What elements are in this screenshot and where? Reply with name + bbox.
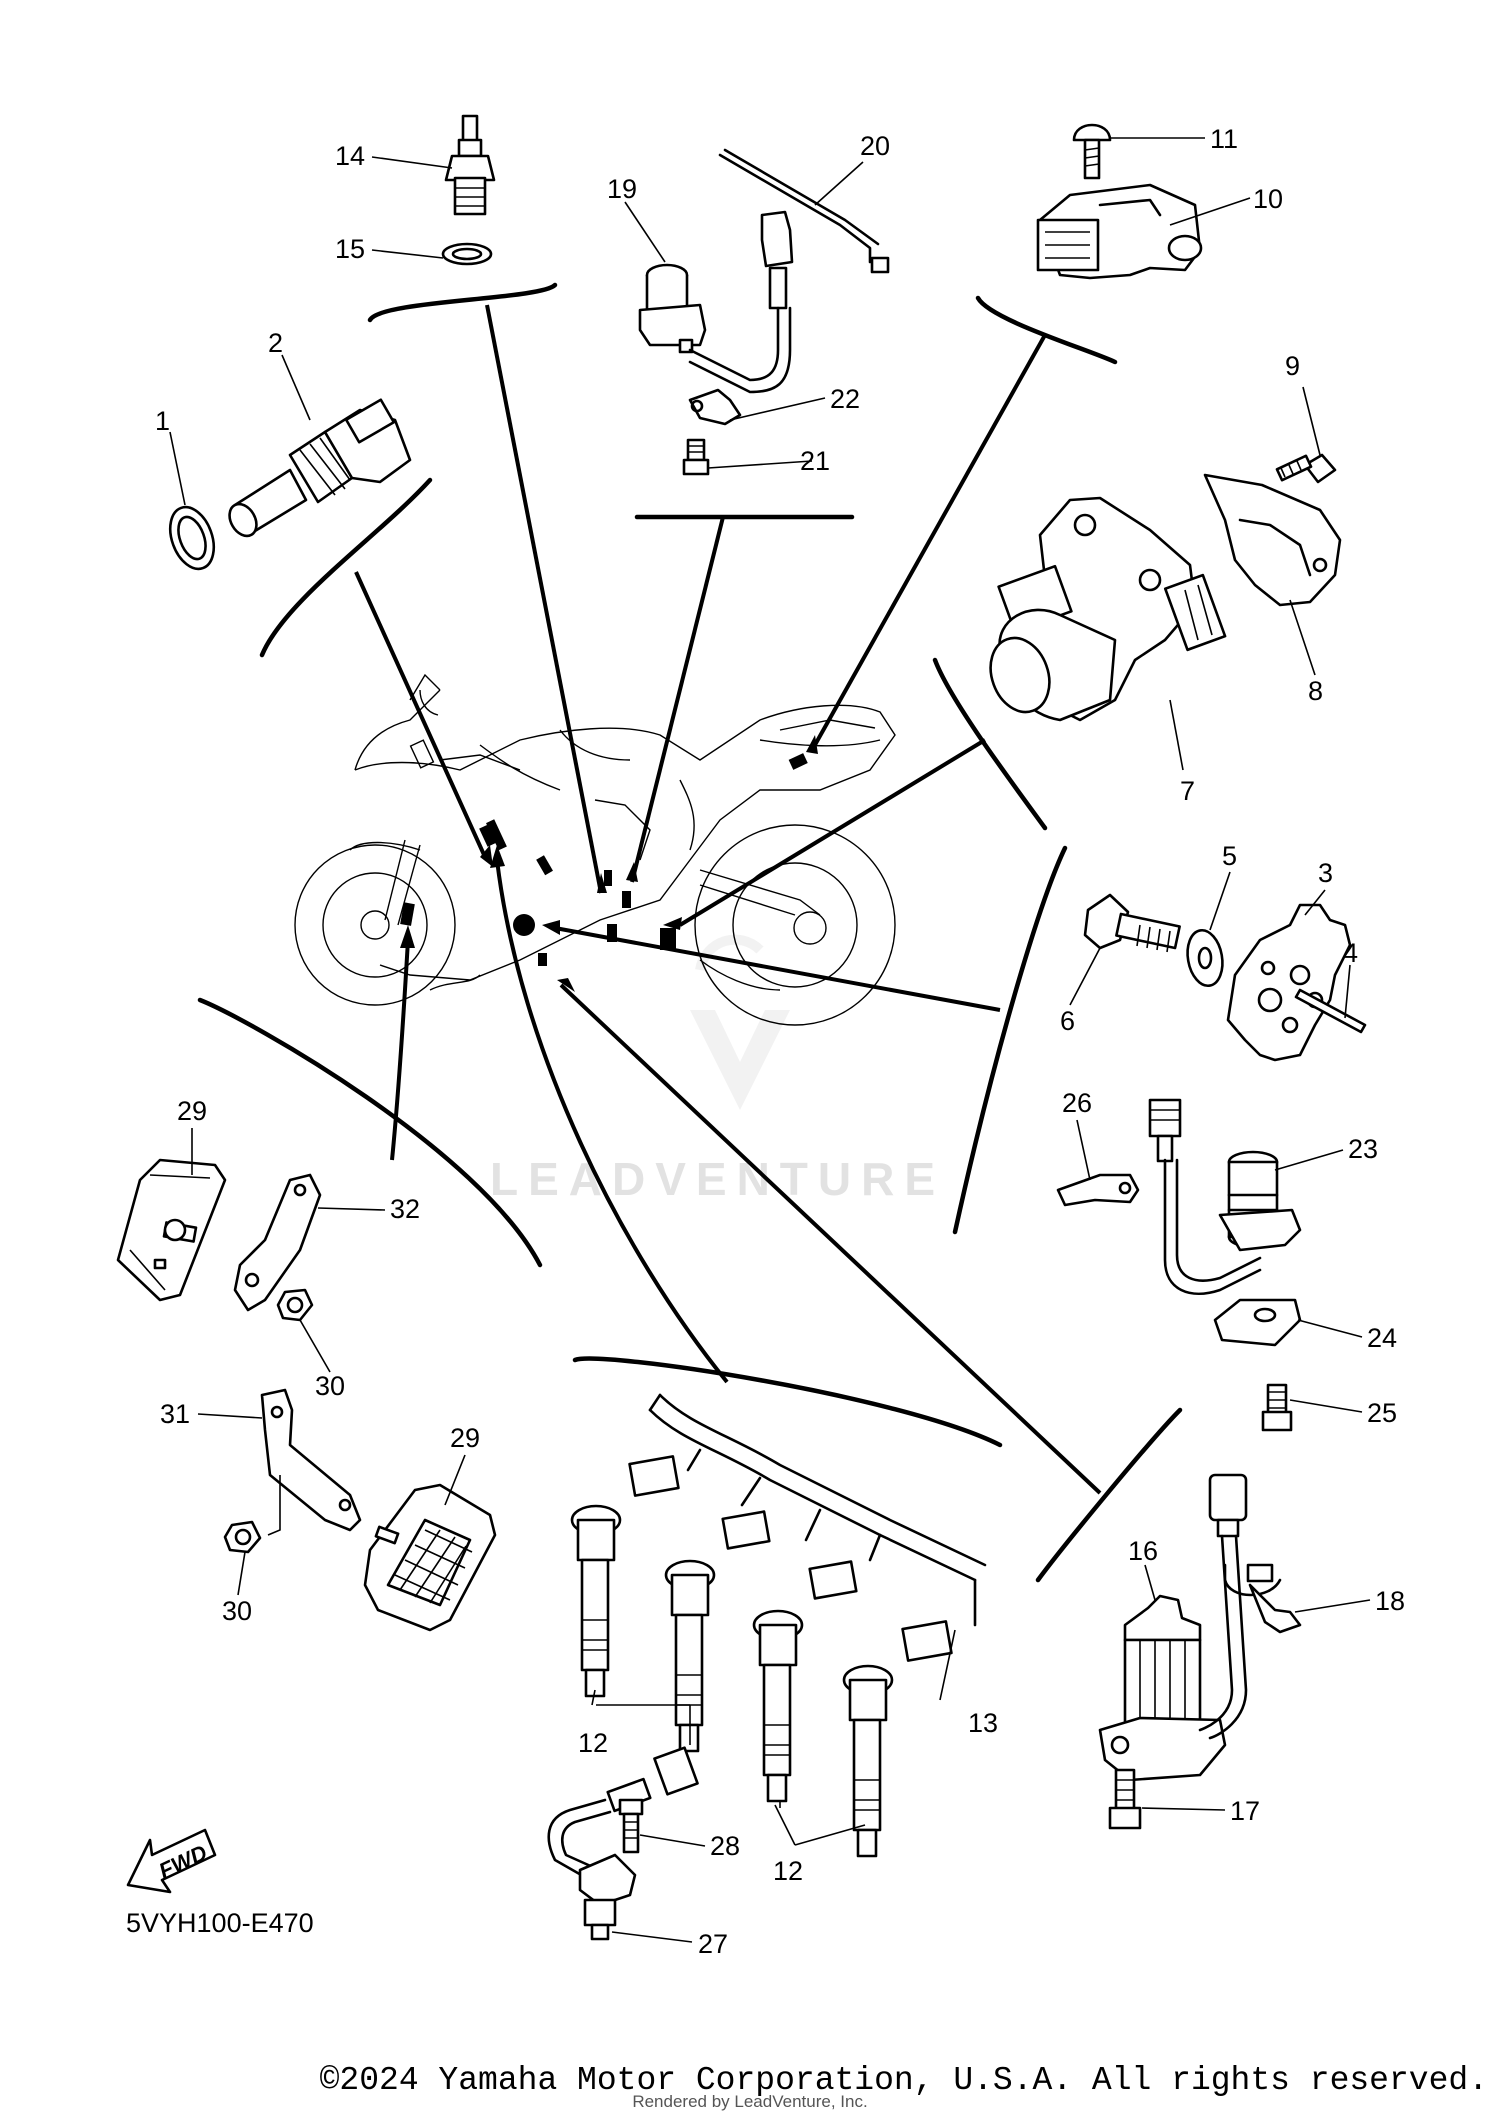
part-16-wire [1198, 1473, 1248, 1740]
part-22-clamp [688, 388, 742, 426]
rendered-by-notice: Rendered by LeadVenture, Inc. [632, 2092, 868, 2111]
callout-9: 9 [1285, 351, 1300, 381]
callout-8: 8 [1308, 676, 1323, 706]
callout-22: 22 [830, 384, 860, 414]
callout-23: 23 [1348, 1134, 1378, 1164]
part-26-clip [1056, 1173, 1140, 1207]
part-15-washer [441, 242, 493, 266]
callout-25: 25 [1367, 1398, 1397, 1428]
leader-lines [169, 137, 1371, 1943]
callout-10: 10 [1253, 184, 1283, 214]
part-30-nut-bottom [223, 1520, 262, 1554]
copyright-notice: ©2024 Yamaha Motor Corporation, U.S.A. A… [319, 2062, 1488, 2099]
callout-13: 13 [968, 1708, 998, 1738]
callout-5: 5 [1222, 841, 1237, 871]
part-17-bolt [1108, 1768, 1142, 1830]
part-2-temperature-sensor [228, 398, 412, 538]
location-markers [400, 753, 808, 966]
callout-2: 2 [268, 328, 283, 358]
part-1-gasket [168, 505, 216, 571]
fwd-arrow-icon: FWD [126, 1828, 217, 1894]
part-21-bolt [682, 438, 710, 476]
part-32-bracket [233, 1173, 322, 1312]
callout-28: 28 [710, 1831, 740, 1861]
callout-20: 20 [860, 131, 890, 161]
callout-30b: 30 [222, 1596, 252, 1626]
callout-3: 3 [1318, 858, 1333, 888]
callout-6: 6 [1060, 1006, 1075, 1036]
callout-12b: 12 [773, 1856, 803, 1886]
part-12-ignition-coil-2 [664, 1559, 716, 1753]
callout-31: 31 [160, 1399, 190, 1429]
part-23-crank-sensor [1148, 1098, 1302, 1295]
watermark-text: LEADVENTURE [490, 1153, 945, 1205]
callout-15: 15 [335, 234, 365, 264]
part-9-bolt [1275, 453, 1337, 484]
part-16-speed-sensor [1098, 1594, 1227, 1782]
callout-4: 4 [1343, 938, 1358, 968]
callout-7: 7 [1180, 776, 1195, 806]
callout-32: 32 [390, 1194, 420, 1224]
callout-21: 21 [800, 446, 830, 476]
part-18-clamp [1223, 1563, 1302, 1634]
part-19-sensor [638, 263, 707, 354]
callout-11: 11 [1210, 124, 1238, 154]
callout-17: 17 [1230, 1796, 1260, 1826]
part-29-reflector-top [116, 1158, 227, 1302]
callout-18: 18 [1375, 1586, 1405, 1616]
watermark-logo [690, 934, 790, 1110]
callout-12a: 12 [578, 1728, 608, 1758]
part-12-ignition-coil-1 [570, 1504, 622, 1698]
callout-27: 27 [698, 1929, 728, 1959]
part-20-wire-harness [688, 148, 890, 394]
part-7-idle-speed-control [989, 496, 1227, 722]
part-24-spacer [1213, 1298, 1302, 1347]
callout-29a: 29 [177, 1096, 207, 1126]
callout-1: 1 [155, 406, 170, 436]
part-25-bolt [1261, 1383, 1293, 1432]
diagram-code: 5VYH100-E470 [126, 1908, 314, 1938]
part-31-bracket [260, 1388, 362, 1536]
part-10-map-sensor [1036, 183, 1203, 280]
part-30-nut-top [276, 1288, 314, 1322]
part-29-reflector-bottom [363, 1483, 497, 1632]
part-5-washer [1186, 928, 1224, 988]
part-12-ignition-coil-4 [842, 1664, 894, 1858]
part-6-bolt [1083, 893, 1181, 953]
part-11-screw [1072, 123, 1112, 180]
part-13-wire-harness [628, 1393, 987, 1662]
callout-16: 16 [1128, 1536, 1158, 1566]
part-4-pin [1294, 988, 1367, 1034]
callout-26: 26 [1062, 1088, 1092, 1118]
callout-29b: 29 [450, 1423, 480, 1453]
part-14-sensor [444, 114, 496, 216]
callout-30a: 30 [315, 1371, 345, 1401]
callout-24: 24 [1367, 1323, 1397, 1353]
part-3-pickup-rotor [1226, 903, 1352, 1062]
part-28-bolt [618, 1798, 644, 1854]
callout-numbers: 1 2 3 4 5 6 7 8 9 10 11 12 12 12 13 14 1… [155, 124, 1405, 1959]
group-pointers [197, 282, 1183, 1583]
callout-14: 14 [335, 141, 365, 171]
part-12-ignition-coil-3 [752, 1609, 804, 1803]
part-8-cover [1203, 473, 1342, 607]
callout-19: 19 [607, 174, 637, 204]
